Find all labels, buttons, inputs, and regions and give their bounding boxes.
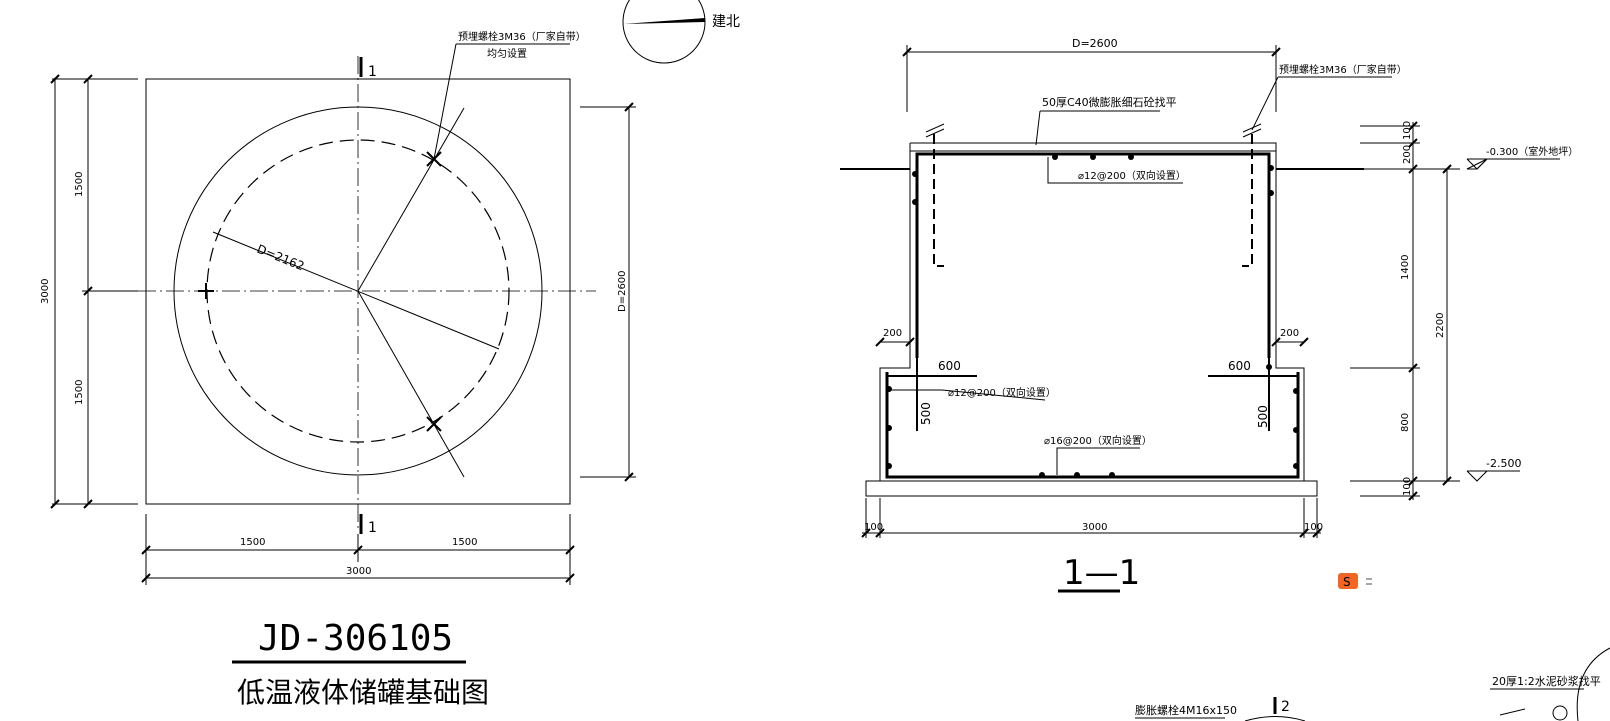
rebar-dot — [1268, 190, 1274, 196]
plan-dim-left-bottom: 1500 — [74, 380, 85, 405]
rebar-dot — [1293, 463, 1299, 469]
rebar-note-top: ⌀12@200（双向设置） — [1078, 169, 1186, 182]
rebar-dot — [1268, 165, 1274, 171]
rebar-dot — [1090, 154, 1096, 160]
drawing-code: JD-306105 — [258, 618, 453, 659]
section-mark-bottom: 1 — [368, 520, 377, 536]
plan-dim-left-total: 3000 — [40, 279, 51, 304]
section-view: D=2600 — [840, 37, 1578, 593]
plan-view: D=2162 1 1 预埋螺栓3M36（厂家自带） 均匀设置 1500 1500… — [40, 0, 740, 585]
plan-bolt-marker — [426, 416, 442, 432]
rebar-dot — [886, 386, 892, 392]
plan-dim-right: D=2600 — [617, 270, 628, 312]
blinding-layer — [865, 480, 1318, 497]
anchor-bolt-left — [933, 134, 944, 267]
detail-anchor-note: 膨胀螺栓4M16x150 — [1135, 703, 1237, 717]
bolt-leader-line — [433, 43, 457, 160]
elevation-top-label: -0.300（室外地坪） — [1486, 145, 1578, 158]
rebar-dot — [1266, 364, 1272, 370]
detail-section-mark: 2 — [1281, 699, 1290, 715]
pier-outline — [879, 142, 1305, 482]
rebar-note-bottom: ⌀16@200（双向设置） — [1044, 434, 1152, 447]
section-dim-left-500: 500 — [919, 402, 933, 425]
rebar-footing — [885, 372, 1300, 479]
anchor-bolt-right — [1242, 134, 1253, 267]
section-topping-note: 50厚C40微膨胀细石砼找平 — [1042, 95, 1177, 109]
section-dim-v-2200: 2200 — [1435, 313, 1446, 338]
rebar-dot — [1293, 388, 1299, 394]
north-arrow: 建北 — [622, 0, 740, 64]
rebar-dot — [912, 199, 918, 205]
plan-radial-line — [357, 107, 465, 292]
plan-dim-bottom-total: 3000 — [346, 566, 371, 577]
detail-view: 膨胀螺栓4M16x150 2 20厚1:2水泥砂浆找平 — [1135, 647, 1610, 721]
plan-bolt-circle-label: D=2162 — [255, 242, 306, 274]
section-dim-right-200: 200 — [1280, 328, 1299, 339]
ime-logo-letter: S — [1343, 575, 1351, 589]
section-title: 1—1 — [1063, 553, 1140, 593]
section-dim-bottom-right: 100 — [1304, 522, 1323, 533]
rebar-dot — [912, 171, 918, 177]
title-block: JD-306105 低温液体储罐基础图 — [232, 618, 489, 709]
plan-diameter-line — [212, 231, 500, 350]
rebar-main — [915, 152, 1271, 358]
rebar-dot — [1109, 472, 1115, 478]
rebar-note-mid: ⌀12@200（双向设置） — [948, 386, 1056, 399]
rebar-dot — [1293, 427, 1299, 433]
north-arrow-label: 建北 — [712, 14, 740, 30]
plan-bolt-note-line1: 预埋螺栓3M36（厂家自带） — [458, 30, 586, 43]
section-dim-v-100-bottom: 100 — [1402, 477, 1413, 496]
detail-mortar-note: 20厚1:2水泥砂浆找平 — [1492, 674, 1601, 688]
rebar-dot — [1052, 154, 1058, 160]
elevation-marker-top: -0.300（室外地坪） — [1466, 145, 1578, 170]
plan-radial-line — [357, 290, 465, 478]
section-dim-bottom-total: 3000 — [1082, 522, 1107, 533]
section-bolt-note: 预埋螺栓3M36（厂家自带） — [1279, 63, 1407, 76]
section-dim-right-500: 500 — [1256, 405, 1270, 428]
section-dim-v-1400: 1400 — [1400, 255, 1411, 280]
section-dim-v-100-top: 100 — [1402, 121, 1413, 140]
rebar-dot — [1128, 154, 1134, 160]
plan-bolt-marker — [198, 283, 214, 299]
plan-dim-bottom-left: 1500 — [240, 537, 265, 548]
section-dim-v-200: 200 — [1402, 145, 1413, 164]
section-dim-right-600: 600 — [1228, 359, 1251, 373]
section-mark-top: 1 — [368, 64, 377, 80]
rebar-dot — [886, 425, 892, 431]
section-dim-top: D=2600 — [1072, 37, 1118, 50]
section-dim-v-800: 800 — [1400, 413, 1411, 432]
plan-dim-left-top: 1500 — [74, 172, 85, 197]
section-dim-bottom-left: 100 — [864, 522, 883, 533]
rebar-dot — [1074, 472, 1080, 478]
rebar-dot — [886, 463, 892, 469]
section-dim-left-600: 600 — [938, 359, 961, 373]
ime-toolbar[interactable]: S — [1334, 570, 1390, 592]
elevation-bottom-label: -2.500 — [1486, 457, 1521, 470]
plan-dim-bottom-right: 1500 — [452, 537, 477, 548]
rebar-dot — [1039, 472, 1045, 478]
plan-bolt-note-line2: 均匀设置 — [487, 48, 527, 60]
ime-logo-icon[interactable] — [1338, 573, 1358, 589]
elevation-marker-bottom: -2.500 — [1466, 457, 1521, 482]
drawing-name: 低温液体储罐基础图 — [237, 676, 489, 709]
section-dim-left-200: 200 — [883, 328, 902, 339]
